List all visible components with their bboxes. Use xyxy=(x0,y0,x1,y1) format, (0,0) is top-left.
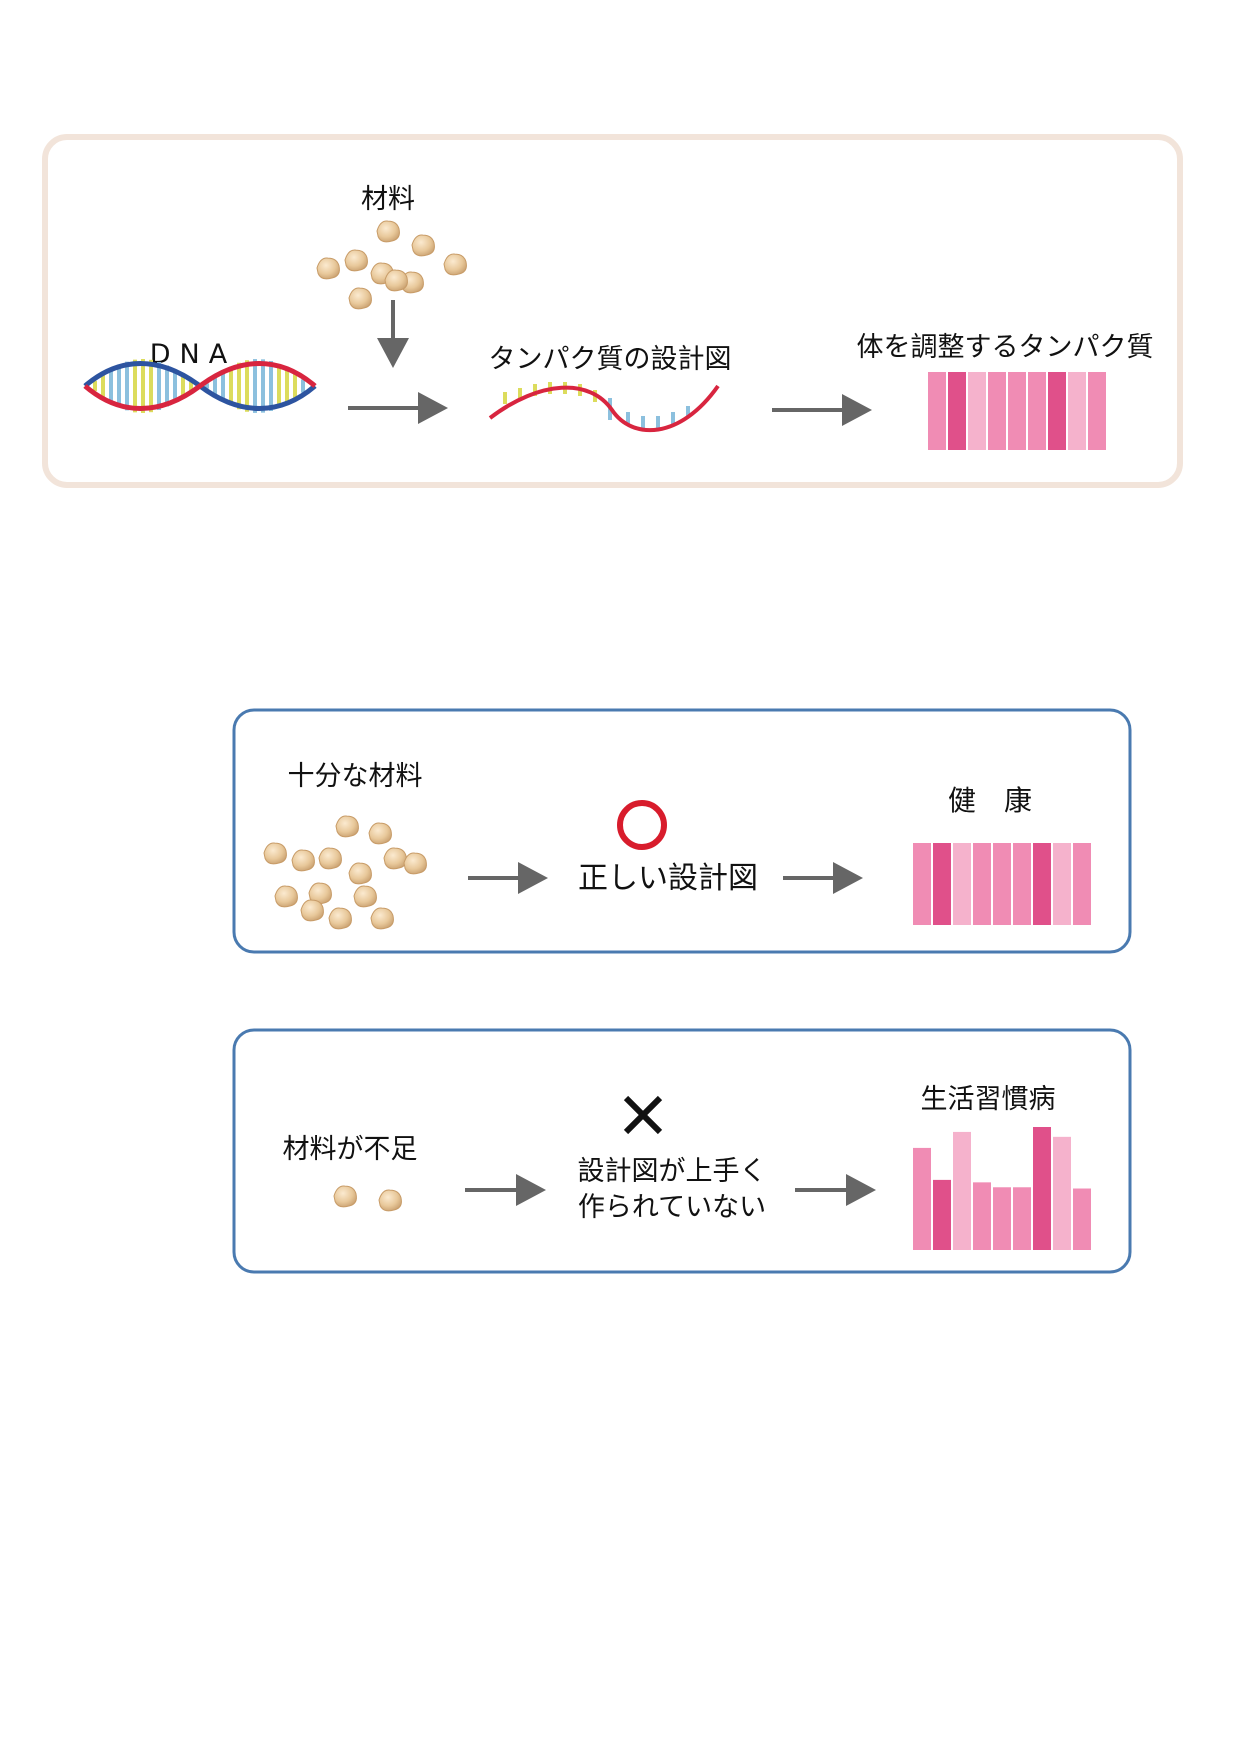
protein-bar xyxy=(1048,372,1066,450)
protein-bar xyxy=(953,843,971,925)
protein-bar xyxy=(968,372,986,450)
material-grain xyxy=(318,847,342,870)
blueprint-label: タンパク質の設計図 xyxy=(489,344,732,375)
protein-bar xyxy=(1053,843,1071,925)
result-label: 生活習慣病 xyxy=(921,1084,1056,1115)
material-grain xyxy=(348,287,372,310)
material-grain xyxy=(383,847,407,870)
material-grain xyxy=(376,220,400,243)
panel-dna-process: 材料 DNA タンパク質の設計図 体を調整するタンパク質 xyxy=(42,134,1183,488)
protein-bar xyxy=(928,372,946,450)
blueprint-label-line2: 作られていない xyxy=(578,1192,766,1223)
material-grain xyxy=(291,849,315,872)
protein-bar xyxy=(993,1187,1011,1250)
protein-bar xyxy=(1013,1187,1031,1250)
protein-bar xyxy=(933,1179,951,1250)
protein-bar xyxy=(1088,372,1106,450)
material-grain xyxy=(344,249,368,272)
panel-sufficient-material: 十分な材料 正しい設計図 健 康 xyxy=(232,708,1132,954)
material-grain xyxy=(335,815,359,838)
protein-bar xyxy=(1033,843,1051,925)
protein-bar xyxy=(953,1131,971,1250)
panel-insufficient-material: 材料が不足 設計図が上手く 作られていない 生活習慣病 xyxy=(232,1028,1132,1274)
protein-bar xyxy=(948,372,966,450)
protein-bar xyxy=(1073,1188,1091,1250)
protein-bar xyxy=(1033,1127,1051,1250)
material-label: 十分な材料 xyxy=(288,761,423,792)
material-grain xyxy=(411,234,435,257)
protein-bar xyxy=(1068,372,1086,450)
protein-bar xyxy=(1053,1136,1071,1250)
material-grain xyxy=(368,822,392,845)
protein-bars xyxy=(928,372,1106,450)
material-grain xyxy=(348,862,372,885)
material-grain xyxy=(443,253,467,276)
material-cluster xyxy=(263,815,427,930)
down-arrow xyxy=(377,300,409,368)
correct-circle-icon xyxy=(617,800,667,850)
panel2-frame xyxy=(232,708,1132,954)
incorrect-cross-icon xyxy=(623,1095,663,1135)
material-grain xyxy=(403,852,427,875)
panel1-frame xyxy=(42,134,1183,488)
right-arrow xyxy=(783,862,863,894)
right-arrow xyxy=(772,394,872,426)
material-grain xyxy=(316,257,340,280)
protein-bar xyxy=(988,372,1006,450)
protein-bar xyxy=(1073,843,1091,925)
material-grain xyxy=(333,1185,357,1208)
material-cluster xyxy=(316,220,467,310)
material-grain xyxy=(328,907,352,930)
blueprint-label-line1: 設計図が上手く xyxy=(578,1156,767,1187)
material-grain xyxy=(378,1189,402,1212)
protein-bar xyxy=(913,1147,931,1250)
material-label: 材料 xyxy=(361,184,415,215)
material-label: 材料が不足 xyxy=(283,1134,418,1165)
right-arrow xyxy=(465,1174,546,1206)
result-label: 健 康 xyxy=(948,784,1032,817)
material-grain xyxy=(300,899,324,922)
right-arrow xyxy=(348,392,448,424)
protein-bar xyxy=(993,843,1011,925)
material-grain xyxy=(370,907,394,930)
material-grain xyxy=(384,269,408,292)
protein-blueprint-strand xyxy=(488,382,720,433)
protein-bar xyxy=(1008,372,1026,450)
material-grain xyxy=(263,842,287,865)
protein-label: 体を調整するタンパク質 xyxy=(857,332,1154,363)
protein-bar xyxy=(973,843,991,925)
protein-bar xyxy=(933,843,951,925)
material-grain xyxy=(274,885,298,908)
protein-bar xyxy=(1013,843,1031,925)
health-bars xyxy=(913,843,1091,925)
right-arrow xyxy=(795,1174,876,1206)
material-cluster xyxy=(333,1185,402,1212)
protein-bar xyxy=(913,843,931,925)
material-grain xyxy=(353,885,377,908)
disease-bars xyxy=(913,1127,1091,1250)
right-arrow xyxy=(468,862,548,894)
panel3-frame xyxy=(232,1028,1132,1274)
blueprint-label: 正しい設計図 xyxy=(578,861,758,896)
dna-helix xyxy=(83,359,317,413)
protein-bar xyxy=(1028,372,1046,450)
protein-bar xyxy=(973,1182,991,1250)
